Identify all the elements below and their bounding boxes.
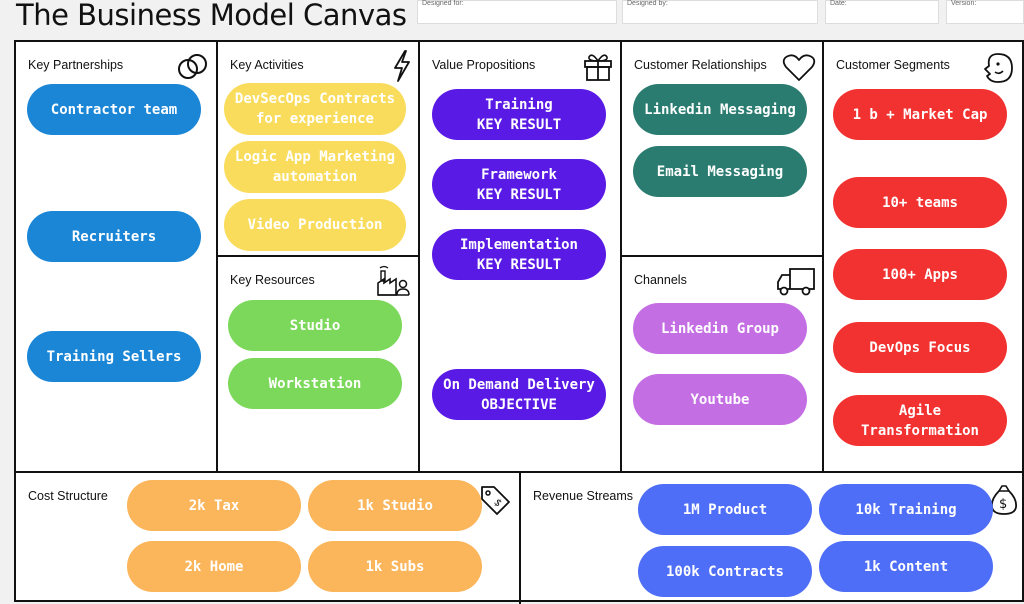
note-line: for experience (255, 111, 374, 127)
factory-icon (377, 265, 410, 296)
note-1k-studio[interactable]: 1k Studio (308, 480, 482, 531)
value-propositions-label: Value Propositions (432, 58, 536, 72)
note-line: OBJECTIVE (481, 396, 557, 413)
key-partnerships-label: Key Partnerships (28, 58, 124, 72)
note-devops-focus[interactable]: DevOps Focus (833, 322, 1007, 373)
note-line: Framework (481, 166, 557, 183)
customer-segments-section: Customer Segments (824, 42, 1022, 473)
svg-text:$: $ (491, 497, 503, 509)
note-email-messaging[interactable]: Email Messaging (633, 146, 807, 197)
note-line: automation (272, 169, 358, 185)
note-on-demand-delivery[interactable]: On Demand Delivery OBJECTIVE (432, 369, 606, 420)
revenue-streams-label: Revenue Streams (533, 489, 634, 503)
note-studio[interactable]: Studio (228, 300, 402, 351)
note-2k-tax[interactable]: 2k Tax (127, 480, 301, 531)
lightning-icon (394, 50, 410, 82)
note-logic-app-marketing[interactable]: Logic App Marketing automation (224, 141, 406, 193)
channels-label: Channels (634, 273, 687, 287)
note-linkedin-group[interactable]: Linkedin Group (633, 303, 807, 354)
designed-for-field[interactable]: Designed for: (417, 0, 617, 24)
note-framework-key-result[interactable]: Framework KEY RESULT (432, 159, 606, 210)
key-activities-label: Key Activities (230, 58, 304, 72)
customer-segments-label: Customer Segments (836, 58, 950, 72)
note-line: Agile (898, 402, 942, 419)
note-contractor-team[interactable]: Contractor team (27, 84, 201, 135)
key-activities-section: Key Activities (218, 42, 420, 257)
note-linkedin-messaging[interactable]: Linkedin Messaging (633, 84, 807, 135)
designed-by-field[interactable]: Designed by: (622, 0, 818, 24)
note-line: Implementation (459, 236, 578, 253)
chain-link-icon (178, 54, 207, 79)
designed-by-label: Designed by: (627, 0, 668, 7)
value-propositions-section: Value Propositions (420, 42, 622, 473)
version-label: Version: (951, 0, 977, 7)
note-devsecops-contracts[interactable]: DevSecOps Contracts for experience (224, 83, 406, 135)
note-2k-home[interactable]: 2k Home (127, 541, 301, 592)
note-line: Transformation (860, 422, 979, 439)
heart-icon (782, 54, 816, 81)
note-line: Training (485, 96, 553, 113)
key-resources-label: Key Resources (230, 273, 315, 287)
channels-section: Channels (622, 257, 824, 473)
note-video-production[interactable]: Video Production (224, 199, 406, 251)
price-tag-icon: $ (481, 486, 510, 515)
version-field[interactable]: Version: (946, 0, 1024, 24)
note-recruiters[interactable]: Recruiters (27, 211, 201, 262)
gift-icon (584, 54, 612, 81)
cost-structure-label: Cost Structure (28, 489, 108, 503)
page-title: The Business Model Canvas (16, 0, 407, 32)
note-1k-content[interactable]: 1k Content (819, 541, 993, 592)
note-line: KEY RESULT (476, 186, 562, 203)
note-teams[interactable]: 10+ teams (833, 177, 1007, 228)
note-agile-transformation[interactable]: Agile Transformation (833, 395, 1007, 446)
note-youtube[interactable]: Youtube (633, 374, 807, 425)
note-line: KEY RESULT (476, 256, 562, 273)
money-bag-icon: $ (990, 485, 1018, 515)
date-label: Date: (830, 0, 847, 7)
svg-text:$: $ (999, 497, 1007, 512)
note-line: Logic App Marketing (234, 149, 396, 165)
note-market-cap[interactable]: 1 b + Market Cap (833, 89, 1007, 140)
note-line: KEY RESULT (476, 116, 562, 133)
note-line: DevSecOps Contracts (234, 91, 396, 107)
note-implementation-key-result[interactable]: Implementation KEY RESULT (432, 229, 606, 280)
date-field[interactable]: Date: (825, 0, 939, 24)
note-line: On Demand Delivery (443, 376, 595, 393)
note-apps[interactable]: 100+ Apps (833, 249, 1007, 300)
customer-relationships-section: Customer Relationships (622, 42, 824, 257)
truck-icon (777, 268, 815, 296)
note-workstation[interactable]: Workstation (228, 358, 402, 409)
designed-for-label: Designed for: (422, 0, 464, 7)
note-1k-subs[interactable]: 1k Subs (308, 541, 482, 592)
cost-structure-section: Cost Structure $ (16, 473, 521, 604)
note-1m-product[interactable]: 1M Product (638, 484, 812, 535)
note-10k-training[interactable]: 10k Training (819, 484, 993, 535)
customer-relationships-label: Customer Relationships (634, 58, 767, 72)
note-training-sellers[interactable]: Training Sellers (27, 331, 201, 382)
face-icon (984, 53, 1013, 83)
key-resources-section: Key Resources (218, 257, 420, 473)
note-training-key-result[interactable]: Training KEY RESULT (432, 89, 606, 140)
key-partnerships-section: Key Partnerships (16, 42, 218, 473)
note-100k-contracts[interactable]: 100k Contracts (638, 546, 812, 597)
